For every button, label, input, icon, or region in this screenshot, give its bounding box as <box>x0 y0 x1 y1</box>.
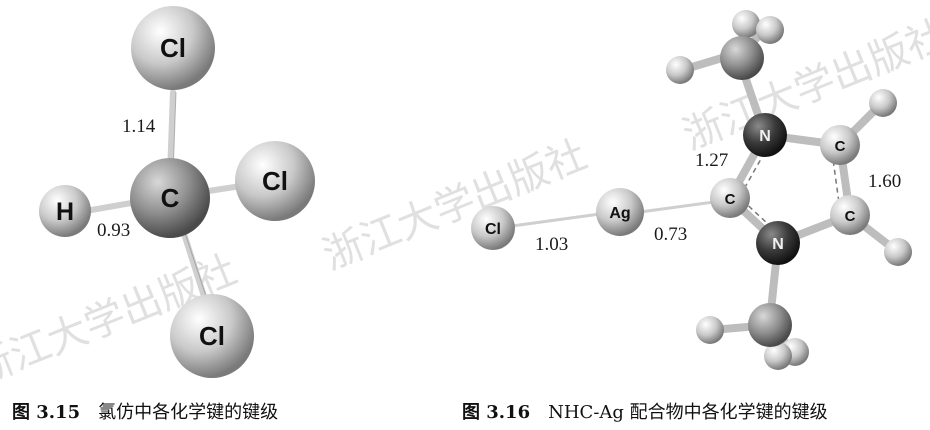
atom-h-2 <box>732 10 760 38</box>
atom-h-3 <box>756 16 784 44</box>
caption-right-text: NHC-Ag 配合物中各化学键的键级 <box>548 402 828 423</box>
caption-left-text: 氯仿中各化学键的键级 <box>98 402 279 423</box>
label-hydrogen: H <box>56 198 74 226</box>
bond-cl-ag <box>510 212 602 228</box>
caption-right: 图 3.16 NHC-Ag 配合物中各化学键的键级 <box>462 398 828 424</box>
label-carbon: C <box>161 183 180 213</box>
bond-order-ag-c: 0.73 <box>654 224 687 245</box>
label-c-carbene: C <box>725 191 736 208</box>
label-n-bottom: N <box>772 236 784 253</box>
atom-h-5 <box>884 238 912 266</box>
atom-h-6 <box>696 316 724 344</box>
atom-c-carbene <box>710 178 750 218</box>
label-chlorine: Cl <box>485 221 501 238</box>
atom-c-bottom-right <box>830 195 870 235</box>
bond-order-c-h: 0.93 <box>97 220 130 241</box>
atom-h-4 <box>869 89 897 117</box>
bond-order-c-n: 1.27 <box>695 150 728 171</box>
atom-c-top-right <box>820 125 860 165</box>
atom-n-bottom <box>756 221 800 265</box>
watermark-2: 浙江大学出版社 <box>317 132 594 280</box>
nhc-ag-molecule: Cl Ag C N N C C 1.03 0.73 1.27 1.60 <box>471 10 912 370</box>
atom-hydrogen <box>39 185 91 237</box>
bond-order-c-cl: 1.14 <box>122 116 156 137</box>
atom-cl-top <box>131 6 215 90</box>
atom-silver <box>596 188 644 236</box>
caption-left-number: 图 3.15 <box>12 402 81 423</box>
label-cl-right: Cl <box>262 166 288 196</box>
label-c-bottom-right: C <box>845 208 856 225</box>
label-n-top: N <box>759 128 771 145</box>
label-silver: Ag <box>609 205 630 222</box>
atom-methyl-bottom <box>748 303 792 347</box>
bond-order-cl-ag: 1.03 <box>535 234 568 255</box>
atom-methyl-top <box>720 36 764 80</box>
caption-left: 图 3.15 氯仿中各化学键的键级 <box>12 398 278 424</box>
atom-n-top <box>743 113 787 157</box>
bond-ag-c <box>638 200 716 214</box>
label-cl-bottom: Cl <box>199 321 225 351</box>
label-c-top-right: C <box>835 138 846 155</box>
chloroform-molecule: Cl Cl Cl C H 1.14 0.93 <box>39 6 315 378</box>
atom-h-8 <box>764 342 792 370</box>
label-cl-top: Cl <box>160 33 186 63</box>
caption-right-number: 图 3.16 <box>462 402 531 423</box>
atom-chlorine <box>471 206 515 250</box>
atom-h-1 <box>666 56 694 84</box>
bond-order-c-c: 1.60 <box>868 171 901 192</box>
atom-cl-bottom <box>170 294 254 378</box>
atom-carbon <box>130 158 210 238</box>
atom-cl-right <box>235 141 315 221</box>
